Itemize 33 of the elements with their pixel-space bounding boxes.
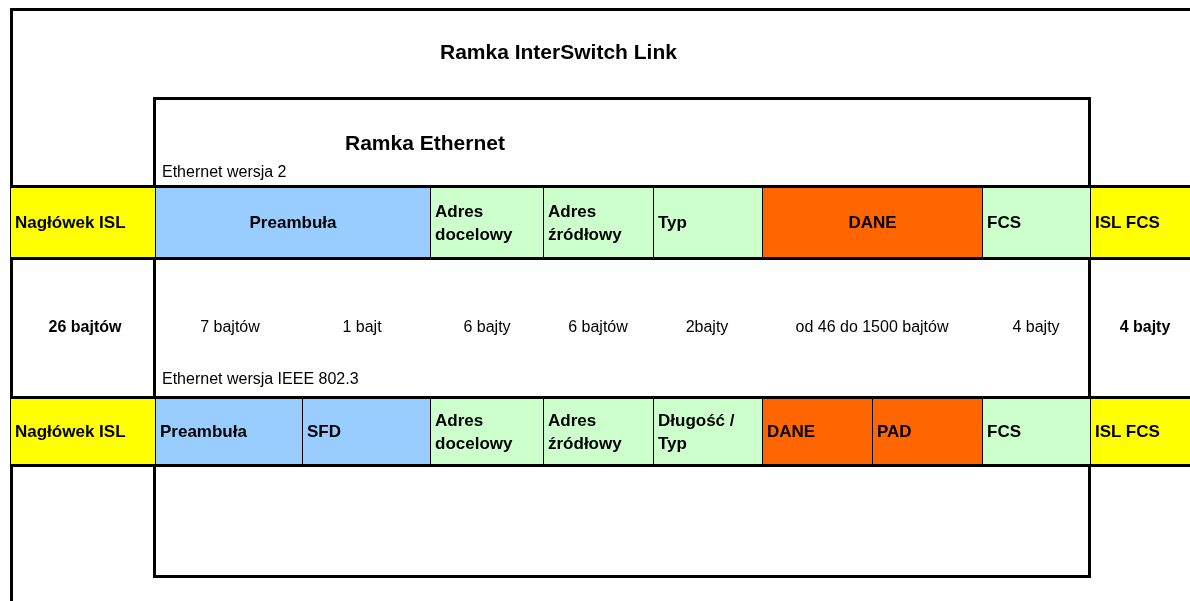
- field-cell: ISL FCS: [1090, 396, 1190, 467]
- size-label: 6 bajty: [463, 318, 511, 336]
- field-cell: Nagłówek ISL: [10, 396, 155, 467]
- frame-title: Ramka InterSwitch Link: [440, 40, 677, 64]
- field-cell: FCS: [982, 185, 1090, 260]
- field-cell: DANE: [762, 396, 872, 467]
- size-label: od 46 do 1500 bajtów: [795, 318, 949, 336]
- field-cell: Preambuła: [155, 396, 302, 467]
- field-cell: Adres docelowy: [430, 396, 543, 467]
- field-cell: DANE: [762, 185, 982, 260]
- field-cell: ISL FCS: [1090, 185, 1190, 260]
- frame-box: [153, 97, 1091, 578]
- size-label: 2bajty: [685, 318, 729, 336]
- size-label: 6 bajtów: [568, 318, 628, 336]
- field-cell: PAD: [872, 396, 982, 467]
- size-label: 1 bajt: [342, 318, 382, 336]
- size-label: 4 bajty: [1119, 318, 1171, 336]
- size-label: 7 bajtów: [200, 318, 260, 336]
- field-cell: Adres źródłowy: [543, 185, 653, 260]
- field-cell: Adres docelowy: [430, 185, 543, 260]
- field-cell: Typ: [653, 185, 762, 260]
- field-cell: FCS: [982, 396, 1090, 467]
- frame-variant-label: Ethernet wersja IEEE 802.3: [162, 370, 359, 388]
- size-label: 26 bajtów: [48, 318, 122, 336]
- frame-box: [10, 8, 1190, 601]
- field-cell: Nagłówek ISL: [10, 185, 155, 260]
- field-cell: Preambuła: [155, 185, 430, 260]
- field-cell: Adres źródłowy: [543, 396, 653, 467]
- size-label: 4 bajty: [1012, 318, 1060, 336]
- frame-title: Ramka Ethernet: [345, 131, 505, 155]
- frame-variant-label: Ethernet wersja 2: [162, 163, 287, 181]
- field-cell: SFD: [302, 396, 430, 467]
- field-cell: Długość / Typ: [653, 396, 762, 467]
